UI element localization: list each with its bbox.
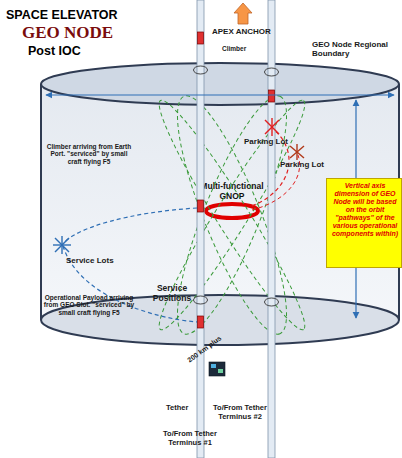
climber-symbol	[198, 200, 204, 212]
height-arrow	[355, 268, 356, 318]
tether	[197, 0, 275, 458]
orbit-path	[147, 92, 317, 338]
tether-ring	[265, 298, 279, 306]
tether-line	[268, 0, 275, 458]
node-label: GEO Node Regional Boundary	[312, 40, 402, 58]
dimension-label: 200 km plus	[186, 334, 223, 364]
title-text: Post IOC	[28, 44, 81, 58]
satellite-symbol	[209, 362, 225, 376]
service-label: Service Lots	[66, 256, 114, 265]
note-box: Vertical axis dimension of GEO Node will…	[326, 178, 402, 268]
parking-label: Parking Lot	[244, 137, 288, 146]
tether-ring	[194, 296, 208, 304]
tether-label: To/From Tether Terminus #1	[158, 430, 222, 447]
climber-symbol	[269, 90, 275, 102]
node-label: Vertical axis dimension of GEO Node will…	[329, 182, 401, 238]
climber-symbol	[198, 316, 204, 328]
parking-asterisk	[265, 118, 279, 136]
cylinder-top	[41, 63, 399, 105]
title-text: SPACE ELEVATOR	[6, 8, 118, 22]
note-text: Operational Payload arriving from GEO Sl…	[42, 294, 136, 316]
tether-ring	[265, 68, 279, 76]
height-arrow	[355, 100, 356, 178]
climber-label: Climber	[222, 45, 246, 52]
diameter-arrow	[46, 94, 394, 95]
tether-label: Tether	[166, 404, 188, 413]
tether-rings	[194, 66, 279, 306]
anchor-label: APEX ANCHOR	[212, 27, 271, 36]
tether-label: To/From Tether Terminus #2	[208, 404, 272, 421]
orbit-path	[158, 86, 306, 344]
orbit-path	[147, 92, 317, 338]
service-label: Service Positions	[146, 284, 198, 304]
apex-arrow	[234, 3, 252, 24]
title-text: GEO NODE	[22, 23, 113, 43]
tether-line	[197, 0, 204, 458]
node-label: Multi-functional GNOP	[187, 182, 277, 202]
climber-symbol	[198, 32, 204, 44]
climbers	[198, 32, 275, 328]
parking-asterisk	[290, 144, 304, 160]
note-text: Climber arriving from Earth Port. "servi…	[46, 143, 132, 165]
green-orbit-paths	[147, 86, 317, 344]
gnop-ring: Multi-functional GNOP	[193, 180, 271, 220]
blue-path	[63, 208, 197, 244]
parking-label: Parking Lot	[280, 160, 324, 169]
service-asterisk	[53, 236, 71, 254]
red-ring	[206, 204, 258, 218]
tether-ring	[194, 66, 208, 74]
cylinder-side	[40, 84, 42, 320]
orbit-path	[158, 86, 306, 344]
